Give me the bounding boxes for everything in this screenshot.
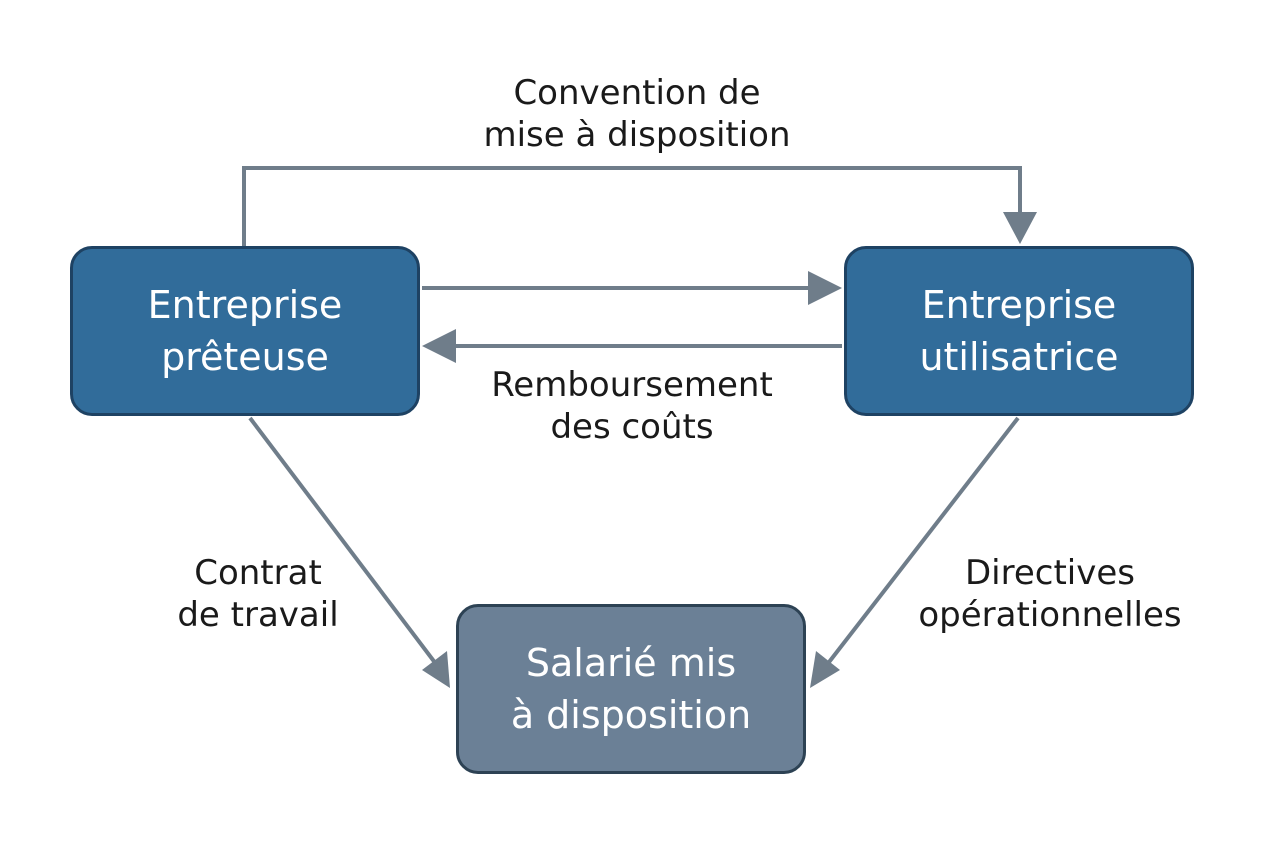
edge-label-directives-line1: Directives — [965, 553, 1135, 593]
edge-label-convention-line1: Convention de — [513, 73, 761, 113]
edge-label-contrat-line2: de travail — [177, 595, 339, 635]
node-entreprise-preteuse: Entreprise prêteuse — [70, 246, 420, 416]
edge-label-directives: Directives opérationnelles — [900, 552, 1200, 636]
contract-arrow — [248, 416, 450, 688]
edge-label-remboursement-line2: des coûts — [550, 407, 714, 447]
edge-label-contrat-line1: Contrat — [194, 553, 322, 593]
edge-label-contrat: Contrat de travail — [108, 552, 408, 636]
node-user-line1: Entreprise — [921, 283, 1117, 327]
node-user-line2: utilisatrice — [919, 335, 1119, 379]
node-lender-line1: Entreprise — [147, 283, 343, 327]
edge-label-convention: Convention de mise à disposition — [437, 72, 837, 156]
lender-to-user-arrow — [422, 271, 842, 305]
node-lender-line2: prêteuse — [161, 335, 329, 379]
directives-arrow — [810, 416, 1020, 688]
reimbursement-arrow — [422, 329, 842, 363]
edge-label-directives-line2: opérationnelles — [918, 595, 1182, 635]
node-employee-line1: Salarié mis — [525, 641, 737, 685]
node-entreprise-utilisatrice: Entreprise utilisatrice — [844, 246, 1194, 416]
convention-arrow — [242, 166, 1037, 246]
node-salarie-mis-a-disposition: Salarié mis à disposition — [456, 604, 806, 774]
node-employee-line2: à disposition — [510, 693, 752, 737]
edge-label-convention-line2: mise à disposition — [483, 115, 791, 155]
edge-label-remboursement-line1: Remboursement — [491, 365, 773, 405]
edge-label-remboursement: Remboursement des coûts — [432, 364, 832, 448]
